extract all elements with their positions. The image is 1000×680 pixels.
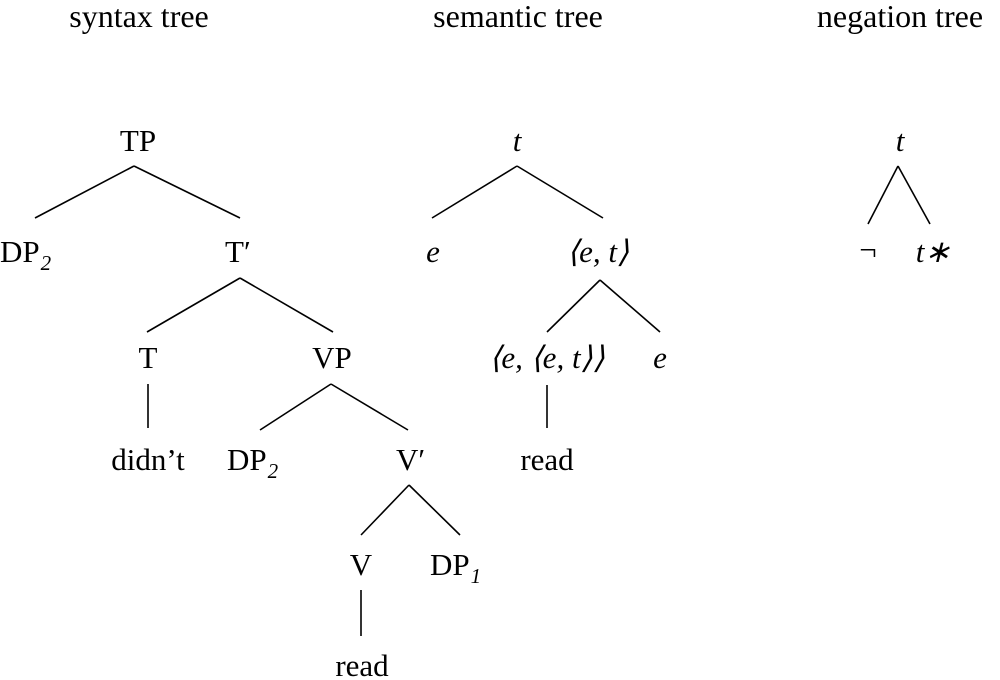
sem-node-eet: ⟨e, ⟨e, t⟩⟩ bbox=[489, 340, 605, 375]
node-t: T bbox=[139, 340, 158, 375]
node-v-bar-prime: ′ bbox=[418, 442, 425, 477]
node-t-bar: T′ bbox=[225, 234, 251, 269]
edge-vp-vbar bbox=[330, 383, 409, 431]
sem-node-root: t bbox=[513, 123, 523, 158]
node-dp2-lower-subscript: 2 bbox=[268, 459, 279, 483]
edge-tp-dp2 bbox=[34, 165, 135, 219]
edge-vbar-dp1 bbox=[408, 484, 461, 536]
node-read-syntax: read bbox=[335, 648, 389, 680]
semantic-tree: t e ⟨e, t⟩ ⟨e, ⟨e, t⟩⟩ e read bbox=[426, 123, 667, 477]
syntax-tree: TP DP2 T′ T VP didn’t DP2 V′ V DP1 read bbox=[0, 123, 481, 680]
edge-sem-root-et bbox=[516, 165, 604, 219]
edge-vp-dp2 bbox=[259, 383, 332, 431]
node-dp1-subscript: 1 bbox=[471, 564, 482, 588]
node-v-bar: V′ bbox=[396, 442, 425, 477]
edge-sem-root-e bbox=[431, 165, 518, 219]
semantic-tree-title: semantic tree bbox=[433, 0, 603, 34]
node-dp2-lower-label: DP bbox=[227, 442, 267, 477]
neg-node-tstar: t∗ bbox=[916, 234, 951, 269]
edge-tbar-t bbox=[146, 277, 241, 333]
edge-vbar-v bbox=[360, 484, 410, 536]
node-didnt: didn’t bbox=[111, 442, 185, 477]
edge-tbar-vp bbox=[239, 277, 334, 333]
edge-neg-root-tstar bbox=[897, 165, 931, 225]
node-dp1: DP1 bbox=[430, 547, 481, 588]
node-dp2-upper-label: DP bbox=[0, 234, 40, 269]
node-dp2-lower: DP2 bbox=[227, 442, 279, 483]
node-dp2-upper: DP2 bbox=[0, 234, 52, 275]
sem-node-e-right: e bbox=[653, 340, 667, 375]
negation-tree-title: negation tree bbox=[817, 0, 983, 34]
sem-node-e-left: e bbox=[426, 234, 440, 269]
node-tp: TP bbox=[120, 123, 156, 158]
sem-node-read: read bbox=[520, 442, 574, 477]
node-dp2-upper-subscript: 2 bbox=[41, 251, 52, 275]
syntax-tree-title: syntax tree bbox=[69, 0, 209, 34]
neg-node-negation-symbol: ¬ bbox=[859, 232, 876, 267]
sem-node-et: ⟨e, t⟩ bbox=[567, 234, 629, 269]
node-dp1-label: DP bbox=[430, 547, 470, 582]
edge-sem-et-eet bbox=[546, 279, 601, 333]
node-t-bar-prime: ′ bbox=[244, 234, 251, 269]
node-v-bar-label: V bbox=[396, 442, 419, 477]
node-t-bar-label: T bbox=[225, 234, 244, 269]
node-vp: VP bbox=[312, 340, 352, 375]
edge-sem-et-e bbox=[599, 279, 661, 333]
negation-tree: t ¬ t∗ bbox=[859, 123, 950, 269]
edge-tp-tbar bbox=[133, 165, 241, 219]
neg-node-root: t bbox=[896, 123, 906, 158]
node-v: V bbox=[350, 547, 373, 582]
edge-neg-root-neg bbox=[867, 165, 899, 225]
